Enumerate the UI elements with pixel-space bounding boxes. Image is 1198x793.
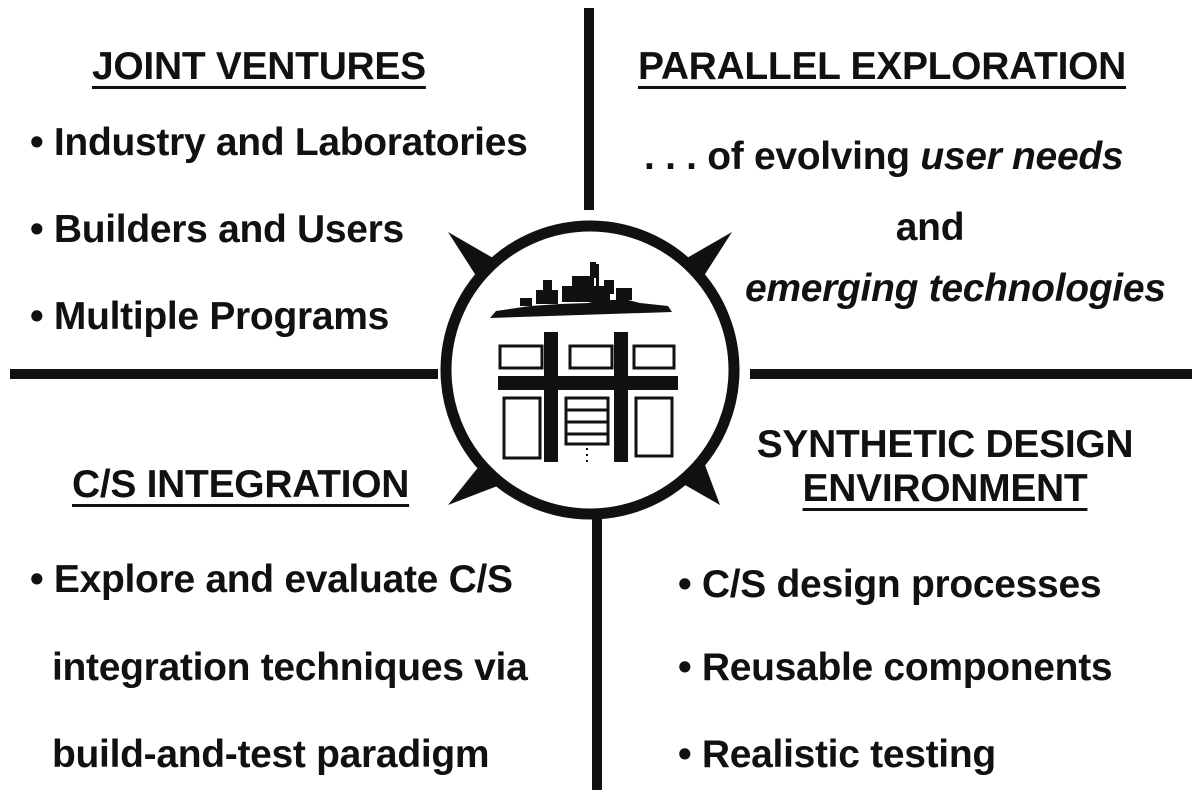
synthetic-design-bullet-2: • Reusable components xyxy=(678,646,1113,689)
joint-ventures-bullet-2: • Builders and Users xyxy=(30,208,404,251)
synthetic-design-bullet-3: • Realistic testing xyxy=(678,733,996,776)
cs-integration-line-3: build-and-test paradigm xyxy=(52,733,490,776)
synthetic-design-bullet-1: • C/S design processes xyxy=(678,563,1102,606)
ship-icon xyxy=(490,262,672,318)
parallel-exploration-heading: PARALLEL EXPLORATION xyxy=(638,45,1127,88)
cs-integration-heading: C/S INTEGRATION xyxy=(72,463,410,506)
synthetic-design-heading-line-1: SYNTHETIC DESIGN xyxy=(756,423,1134,466)
parallel-exploration-line-2: and xyxy=(895,206,965,249)
user-needs-text: user needs xyxy=(920,135,1124,178)
joint-ventures-bullet-1: • Industry and Laboratories xyxy=(30,121,528,164)
parallel-exploration-line-1-prefix: . . . of evolving xyxy=(644,135,921,178)
divider-horizontal-left xyxy=(10,369,438,379)
joint-ventures-heading: JOINT VENTURES xyxy=(92,45,426,88)
cs-integration-line-2: integration techniques via xyxy=(52,646,528,689)
system-architecture-icon xyxy=(498,332,678,466)
spike-se xyxy=(685,465,720,505)
divider-vertical-bottom xyxy=(592,518,602,790)
divider-vertical-top xyxy=(584,8,594,210)
cs-integration-line-1: • Explore and evaluate C/S xyxy=(30,558,513,601)
synthetic-design-heading-line-2: ENVIRONMENT xyxy=(802,467,1088,510)
joint-ventures-bullet-3: • Multiple Programs xyxy=(30,295,390,338)
emerging-technologies-text: emerging technologies xyxy=(745,267,1166,310)
divider-horizontal-right xyxy=(750,369,1192,379)
parallel-exploration-line-1: . . . of evolving user needs xyxy=(644,134,1124,180)
